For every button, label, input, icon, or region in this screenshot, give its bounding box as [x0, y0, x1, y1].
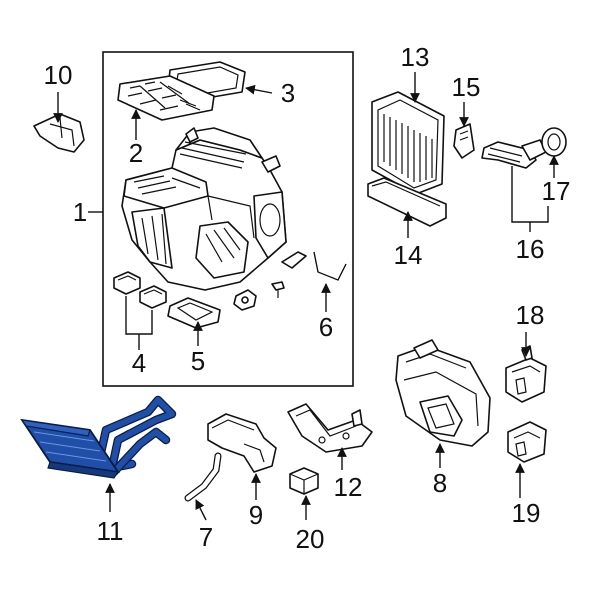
callout-3: 3 [281, 78, 295, 108]
small-fasteners [233, 281, 285, 311]
part-4-pads [113, 271, 167, 309]
callout-6: 6 [319, 312, 333, 342]
part-6-pipes [281, 251, 347, 281]
part-9-duct [207, 413, 277, 473]
part-13-evaporator [371, 91, 445, 195]
part-10-actuator [33, 113, 85, 153]
part-11-heater-core [20, 395, 177, 479]
assembly-frame [102, 51, 354, 387]
part-14-seal [367, 177, 447, 227]
part-20-resistor [289, 467, 319, 495]
callout-18: 18 [516, 300, 545, 330]
part-1-heater-unit [121, 127, 287, 291]
part-2-grille [117, 75, 215, 121]
callout-14: 14 [394, 240, 423, 270]
callout-10: 10 [44, 60, 73, 90]
callout-16: 16 [516, 234, 545, 264]
part-19-motor [507, 421, 547, 463]
callout-11: 11 [97, 516, 124, 546]
callout-4: 4 [132, 348, 146, 378]
callout-1: 1 [73, 197, 87, 227]
part-16-pipe-assembly [481, 139, 547, 169]
callout-12: 12 [334, 472, 363, 502]
part-15-clip [453, 123, 475, 159]
part-17-o-ring [541, 127, 567, 157]
callout-15: 15 [452, 72, 481, 102]
callout-17: 17 [542, 176, 571, 206]
leader-lines [53, 72, 559, 521]
callout-8: 8 [433, 468, 447, 498]
callout-7: 7 [199, 522, 213, 552]
part-5-seal [167, 297, 221, 329]
callout-13: 13 [401, 42, 430, 72]
part-8-blower-housing [395, 339, 491, 447]
callout-19: 19 [512, 498, 541, 528]
callout-9: 9 [249, 500, 263, 530]
part-7-hose [184, 452, 222, 502]
callout-5: 5 [191, 346, 205, 376]
callout-labels: 10 2 3 1 4 5 6 13 14 15 16 17 18 8 19 11… [44, 42, 571, 554]
part-12-bracket [287, 403, 373, 453]
callout-20: 20 [296, 524, 325, 554]
callout-2: 2 [129, 138, 143, 168]
